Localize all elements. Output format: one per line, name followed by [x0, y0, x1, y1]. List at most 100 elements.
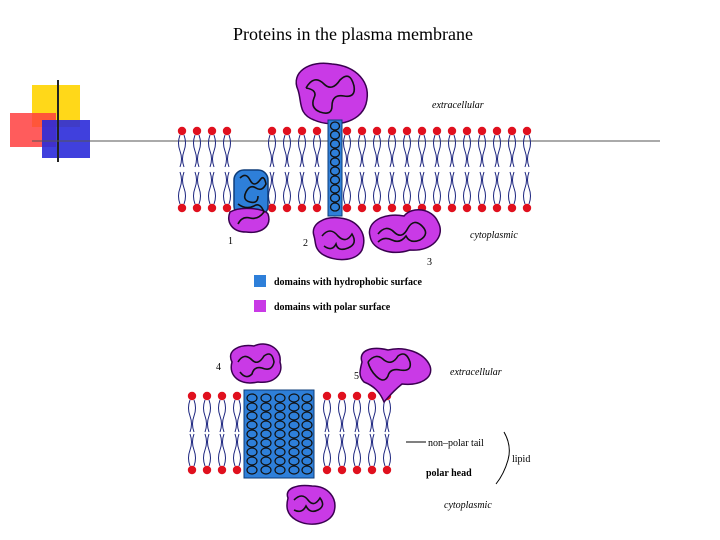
helix-turn — [274, 438, 286, 448]
lipid-head — [207, 203, 217, 213]
label-number-5: 5 — [354, 371, 359, 382]
lipid-head — [372, 203, 382, 213]
helix-turn — [301, 402, 313, 412]
lipid-head — [282, 203, 292, 213]
lipid-tail — [508, 134, 516, 168]
lipid-tail — [283, 171, 291, 205]
lipid-tail — [433, 171, 441, 205]
helix-turn — [260, 411, 272, 421]
helix-turn — [246, 411, 258, 421]
helix-turn — [301, 438, 313, 448]
lipid-head — [282, 126, 292, 136]
helix-turn — [260, 447, 272, 457]
protein-2 — [295, 62, 368, 261]
lipid-head — [177, 126, 187, 136]
lipid-tail — [323, 433, 331, 467]
label-number-1: 1 — [228, 236, 233, 247]
lipid-tail — [383, 433, 391, 467]
helix-turn — [301, 465, 313, 475]
lipid-head — [187, 391, 197, 401]
lipid-head — [352, 391, 362, 401]
helix-turn — [329, 193, 341, 203]
protein-2-cytoplasmic-domain — [312, 216, 365, 261]
lipid-tail — [353, 433, 361, 467]
helix-turn — [246, 393, 258, 403]
lipid-head — [297, 126, 307, 136]
helix-turn — [274, 429, 286, 439]
helix-turn — [329, 130, 341, 140]
helix-turn — [301, 456, 313, 466]
membrane-bilayer-bottom — [187, 391, 392, 475]
helix-turn — [329, 184, 341, 194]
lipid-head — [342, 203, 352, 213]
lipid-tail — [463, 134, 471, 168]
lipid-tail — [388, 171, 396, 205]
protein-3-chain — [377, 221, 427, 243]
lipid-head — [232, 391, 242, 401]
lipid-bracket — [495, 431, 510, 485]
lipid-tail — [448, 134, 456, 168]
lipid-head — [522, 126, 532, 136]
label-cytoplasmic-bottom: cytoplasmic — [444, 500, 492, 511]
lipid-tail — [403, 134, 411, 168]
helix-turn — [329, 139, 341, 149]
lipid-tail — [523, 171, 531, 205]
lipid-tail — [353, 399, 361, 433]
lipid-head — [177, 203, 187, 213]
helix-turn — [288, 393, 300, 403]
label-number-2: 2 — [303, 238, 308, 249]
lipid-tail — [418, 171, 426, 205]
protein-4 — [229, 343, 336, 525]
protein-1 — [228, 169, 270, 234]
lipid-tail — [383, 399, 391, 433]
protein-1-polar-domain — [228, 207, 270, 234]
lipid-tail — [298, 171, 306, 205]
helix-turn — [246, 429, 258, 439]
lipid-tail — [358, 171, 366, 205]
helix-turn — [260, 420, 272, 430]
lipid-head — [187, 465, 197, 475]
lipid-head — [202, 465, 212, 475]
lipid-tail — [418, 134, 426, 168]
lipid-head — [367, 391, 377, 401]
legend-label-polar: domains with polar surface — [274, 302, 391, 313]
lipid-tail — [233, 399, 241, 433]
lipid-tail — [358, 134, 366, 168]
lipid-tail — [188, 399, 196, 433]
helix-turn — [301, 447, 313, 457]
helix-turn — [329, 121, 341, 131]
protein-4-extracellular-chain — [237, 353, 275, 378]
membrane-bilayer-top — [177, 126, 532, 213]
lipid-head — [507, 126, 517, 136]
lipid-head — [402, 126, 412, 136]
lipid-head — [447, 126, 457, 136]
legend-swatch-hydrophobic — [254, 275, 266, 287]
label-nonpolar-tail: non–polar tail — [428, 438, 484, 449]
helix-turn — [288, 438, 300, 448]
label-number-3: 3 — [427, 257, 432, 268]
lipid-tail — [208, 171, 216, 205]
helix-turn — [260, 429, 272, 439]
helix-turn — [260, 402, 272, 412]
lipid-head — [367, 465, 377, 475]
lipid-head — [192, 203, 202, 213]
helix-turn — [246, 465, 258, 475]
helix-turn — [301, 420, 313, 430]
helix-turn — [301, 393, 313, 403]
protein-5 — [359, 347, 432, 404]
lipid-head — [402, 203, 412, 213]
lipid-tail — [223, 171, 231, 205]
lipid-tail — [403, 171, 411, 205]
lipid-tail — [343, 134, 351, 168]
lipid-head — [222, 126, 232, 136]
helix-turn — [260, 456, 272, 466]
helix-turn — [288, 402, 300, 412]
lipid-tail — [373, 134, 381, 168]
lipid-head — [447, 203, 457, 213]
lipid-tail — [268, 171, 276, 205]
lipid-tail — [193, 134, 201, 168]
lipid-head — [337, 391, 347, 401]
deco-blue-square — [42, 120, 90, 158]
protein-5-polar-domain — [359, 347, 432, 404]
helix-turn — [246, 438, 258, 448]
